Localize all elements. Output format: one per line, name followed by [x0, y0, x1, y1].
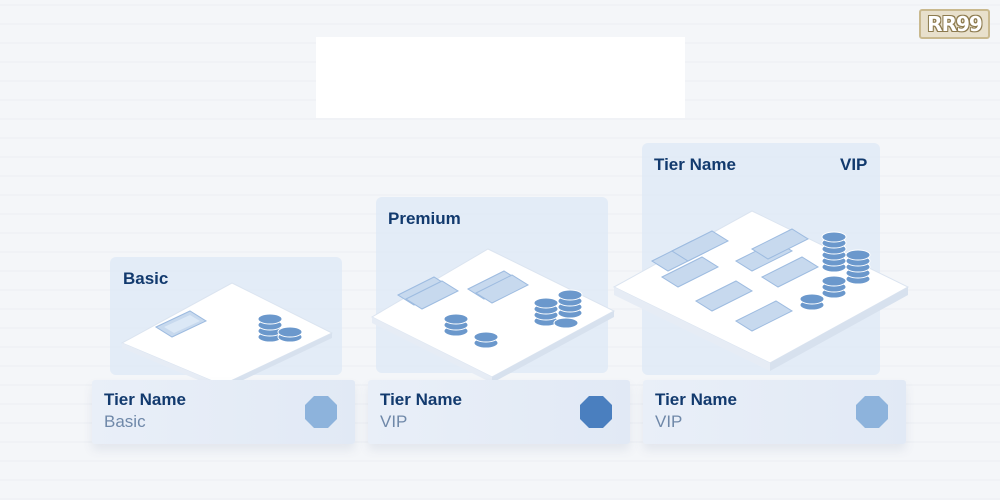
tier-panel-badge: VIP	[840, 155, 868, 174]
coin-stack-icon	[799, 231, 871, 311]
basic-tier-scene	[120, 282, 334, 390]
octagon-badge-icon	[580, 396, 612, 428]
ticket-icon	[154, 310, 208, 338]
card-title: Tier Name	[104, 390, 186, 409]
tier-card-basic[interactable]: Tier Name Basic	[92, 380, 355, 444]
card-subtitle: VIP	[380, 412, 408, 431]
card-title: Tier Name	[655, 390, 737, 409]
ticket-icon	[396, 270, 530, 310]
coin-stack-icon	[443, 289, 583, 349]
header-banner	[316, 37, 685, 118]
tier-card-premium[interactable]: Tier Name VIP	[368, 380, 630, 444]
card-subtitle: VIP	[655, 412, 683, 431]
tier-panel-title: Tier Name	[654, 155, 736, 174]
card-subtitle: Basic	[104, 412, 146, 431]
premium-tier-scene	[370, 248, 616, 383]
vip-tier-scene	[612, 210, 910, 371]
coin-stack-icon	[257, 313, 303, 343]
brand-logo[interactable]: RR99	[919, 9, 990, 39]
tier-panel-title: Basic	[123, 269, 169, 288]
logo-text: RR99	[927, 12, 983, 36]
octagon-badge-icon	[856, 396, 888, 428]
tier-panel-title: Premium	[388, 209, 461, 228]
ticket-icon	[650, 228, 820, 332]
tier-card-vip[interactable]: Tier Name VIP	[643, 380, 906, 444]
card-title: Tier Name	[380, 390, 462, 409]
octagon-badge-icon	[305, 396, 337, 428]
